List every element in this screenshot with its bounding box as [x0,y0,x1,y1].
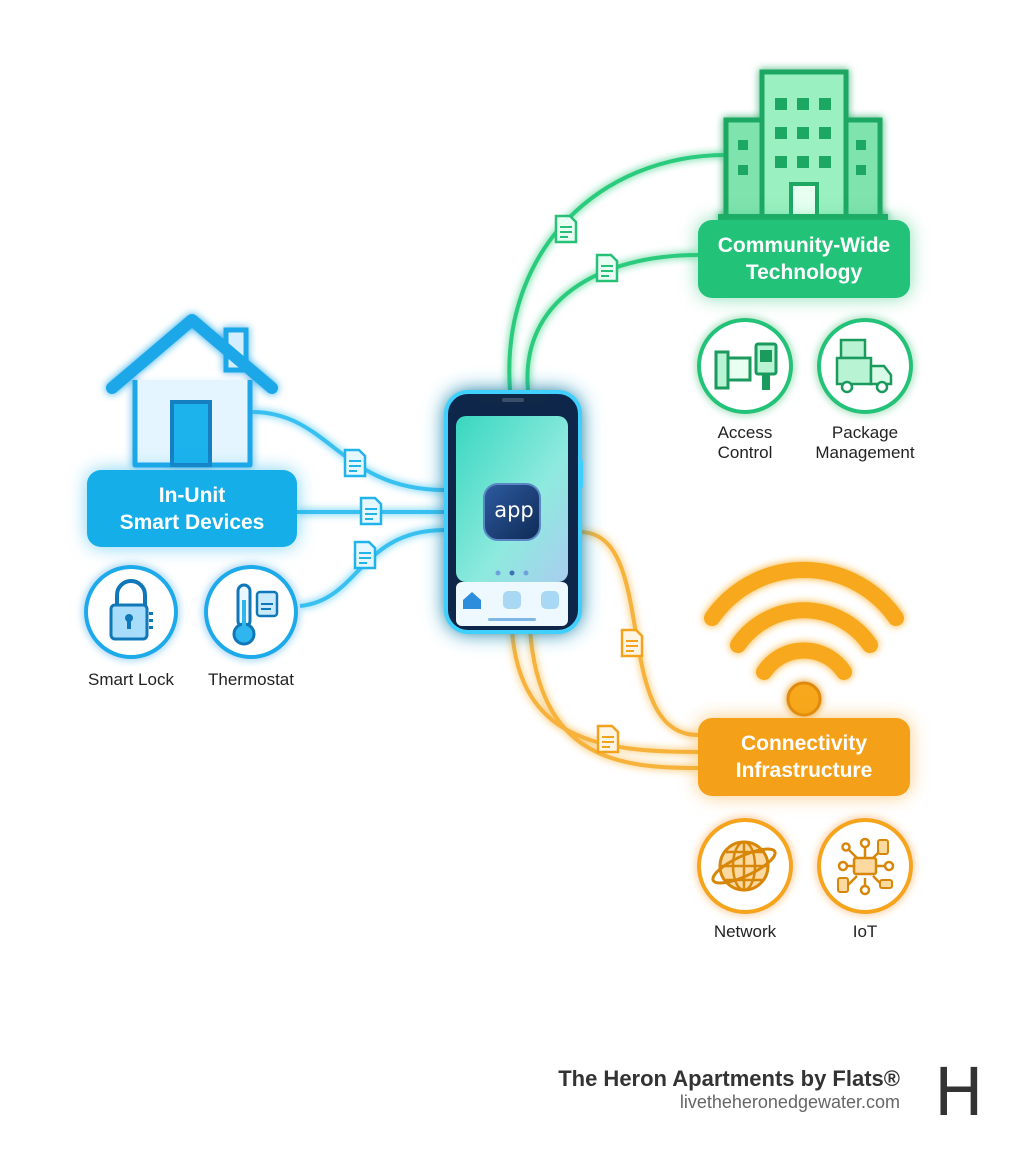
connectivity-infrastructure-label: Connectivity Infrastructure [698,718,910,796]
document-icon [596,724,620,754]
package-management-label: Package Management [815,423,915,462]
thermostat-label: Thermostat [208,670,294,689]
thermostat-icon[interactable] [204,565,298,659]
smart-lock-icon[interactable] [84,565,178,659]
footer-url[interactable]: livetheheronedgewater.com [679,1092,900,1112]
building-icon [718,69,888,221]
package-truck-icon[interactable] [817,318,913,414]
wifi-icon [704,561,904,717]
document-icon [343,448,367,478]
smart-lock-label: Smart Lock [88,670,174,689]
house-icon [106,314,278,468]
access-control-icon[interactable] [697,318,793,414]
document-icon [554,214,578,244]
footer-title: The Heron Apartments by Flats® [558,1066,900,1091]
heron-logo: H [934,1054,984,1131]
document-icon [595,253,619,283]
phone-icon [444,390,583,634]
document-icon [359,496,383,526]
app-label: app [494,498,534,522]
document-icon [353,540,377,570]
community-wide-technology-label: Community-Wide Technology [698,220,910,298]
in-unit-smart-devices-label: In-Unit Smart Devices [87,470,297,547]
access-control-label: Access Control [717,423,773,462]
document-icon [620,628,644,658]
globe-network-icon[interactable] [697,818,793,914]
network-label: Network [713,922,777,941]
iot-hub-icon[interactable] [817,818,913,914]
iot-label: IoT [852,922,878,941]
